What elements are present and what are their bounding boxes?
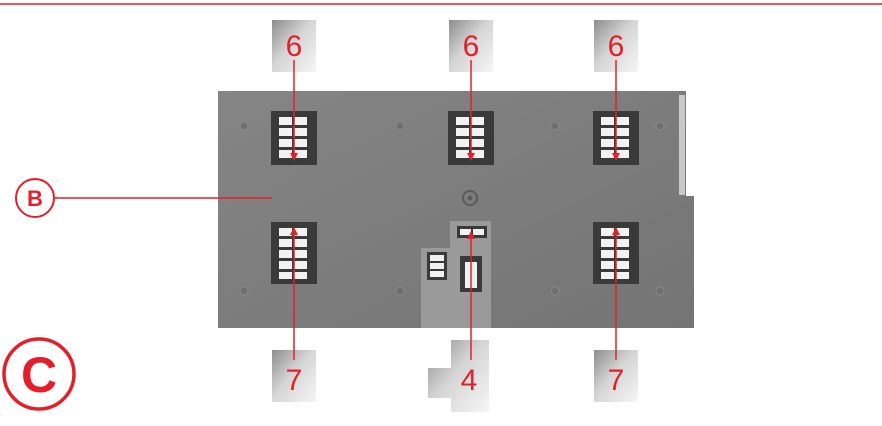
part-number-bottom-left: 7 <box>286 364 303 397</box>
step-label-c: C <box>21 347 57 403</box>
wall-panel <box>218 91 694 328</box>
step-badge-c <box>2 337 76 411</box>
part-number-top-left: 6 <box>286 30 303 63</box>
callout-circle-b <box>15 178 55 218</box>
part-number-bottom-right: 7 <box>608 364 625 397</box>
part-number-top-center: 6 <box>463 30 480 63</box>
callout-label-b: B <box>27 186 43 211</box>
part-number-bottom-center: 4 <box>461 364 478 397</box>
part-tile-bottom-center <box>428 340 489 412</box>
part-number-top-right: 6 <box>608 30 625 63</box>
